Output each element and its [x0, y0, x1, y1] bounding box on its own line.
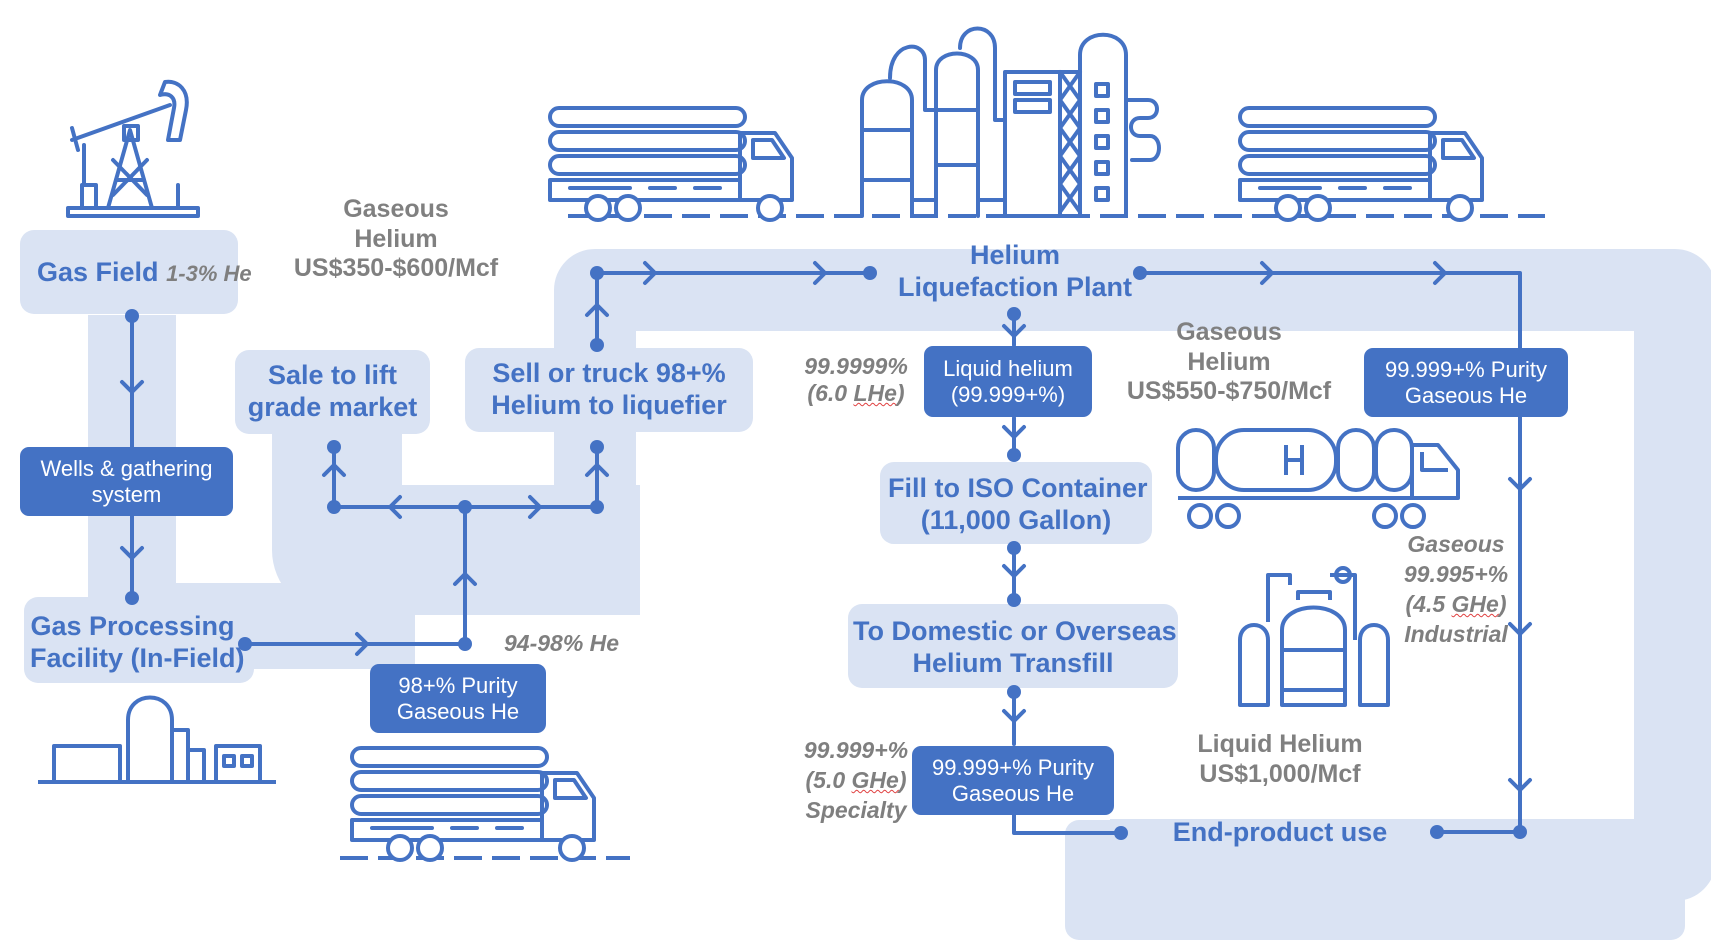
note-specialty-unit: GHe — [851, 766, 899, 793]
note-industrial-suffix: ) — [1498, 590, 1507, 617]
liquid-helium-box: Liquid helium(99.999+%) — [924, 346, 1092, 417]
right-purity-line1: 99.999+% Purity — [1384, 356, 1548, 382]
liquefaction-plant-node: Helium Liquefaction Plant — [895, 240, 1135, 304]
processing-facility-icon — [38, 695, 276, 784]
price-high-line1: Gaseous — [1176, 318, 1282, 346]
specialty-box-line1: 99.999+% Purity — [931, 754, 1095, 780]
note-industrial-line4: Industrial — [1404, 620, 1508, 647]
note-industrial-line2: 99.995+% — [1403, 560, 1509, 587]
sell-truck-node: Sell or truck 98+% Helium to liquefier — [470, 358, 748, 422]
price-low-line3: US$350-$600/Mcf — [293, 254, 499, 282]
wells-line2: system — [91, 481, 162, 507]
purity-98-line2: Gaseous He — [396, 698, 520, 724]
tube-trailer-truck-icon — [548, 106, 794, 222]
iso-fill-node: Fill to ISO Container (11,000 Gallon) — [888, 473, 1148, 537]
iso-fill-line1: Fill to ISO Container — [888, 473, 1148, 503]
note-specialty-line3: Specialty — [805, 796, 907, 823]
note-industrial-line1: Gaseous — [1407, 531, 1505, 557]
note-lhe-suffix: ) — [896, 380, 905, 407]
price-low-line1: Gaseous — [343, 195, 449, 223]
band-rectangles — [20, 230, 1685, 940]
right-purity-line2: Gaseous He — [1404, 382, 1528, 408]
note-industrial-prefix: (4.5 — [1405, 590, 1452, 617]
processing-line2: Facility (In-Field) — [30, 642, 245, 673]
end-product-use-label: End-product use — [1172, 817, 1388, 847]
price-gaseous-high: Gaseous Helium US$550-$750/Mcf — [1120, 318, 1338, 407]
lift-grade-node: Sale to lift grade market — [240, 360, 425, 424]
wells-line1: Wells & gathering — [40, 455, 213, 481]
purity-98-line1: 98+% Purity — [398, 672, 518, 698]
gas-processing-node: Gas Processing Facility (In-Field) — [30, 611, 245, 675]
tube-trailer-truck-icon — [350, 746, 596, 862]
flow-dots — [125, 266, 1527, 840]
note-94-98: 94-98% He — [504, 630, 620, 656]
note-lhe-unit: LHe — [853, 380, 897, 407]
liquid-helium-line2: (99.999+%) — [950, 381, 1066, 407]
gas-field-note: 1-3% He — [166, 261, 252, 286]
price-liquid-line1: Liquid Helium — [1197, 730, 1363, 758]
note-specialty-line1: 99.999+% — [803, 737, 909, 763]
note-lhe-line1: 99.9999% — [804, 353, 908, 379]
price-gaseous-low: Gaseous Helium US$350-$600/Mcf — [290, 195, 502, 284]
specialty-box-line2: Gaseous He — [951, 780, 1075, 806]
transfill-line2: Helium Transfill — [912, 647, 1114, 678]
price-high-line2: Helium — [1187, 347, 1271, 376]
gas-field-label: Gas Field — [37, 257, 159, 287]
tube-trailer-truck-icon — [1238, 106, 1484, 222]
lift-grade-line1: Sale to lift — [267, 360, 397, 390]
iso-container-truck-icon — [1176, 428, 1460, 529]
sell-truck-line2: Helium to liquefier — [491, 389, 727, 420]
transfill-line1: To Domestic or Overseas — [853, 616, 1177, 646]
processing-line1: Gas Processing — [30, 611, 235, 641]
liquefaction-line2: Liquefaction Plant — [897, 271, 1132, 302]
note-lhe-line2: (6.0 LHe) — [800, 380, 912, 407]
liquid-helium-line1: Liquid helium — [943, 355, 1073, 381]
gas-field-node: Gas Field 1-3% He — [37, 257, 252, 289]
transfill-node: To Domestic or Overseas Helium Transfill — [853, 616, 1177, 680]
lift-grade-line2: grade market — [247, 391, 418, 422]
note-lhe: 99.9999% (6.0 LHe) — [800, 353, 912, 407]
note-specialty: 99.999+% (5.0 GHe) Specialty — [800, 736, 912, 826]
flow-arrows — [120, 261, 1532, 792]
liquefaction-plant-icon — [860, 26, 1161, 218]
price-high-line3: US$550-$750/Mcf — [1126, 377, 1332, 405]
note-industrial-line3: (4.5 GHe) — [1400, 590, 1512, 620]
note-specialty-prefix: (5.0 — [805, 766, 852, 793]
price-liquid: Liquid Helium US$1,000/Mcf — [1180, 730, 1380, 789]
price-low-line2: Helium — [354, 224, 438, 253]
price-liquid-line2: US$1,000/Mcf — [1199, 759, 1361, 788]
note-industrial-unit: GHe — [1451, 590, 1499, 617]
oil-pumpjack-icon — [66, 79, 200, 218]
note-lhe-prefix: (6.0 — [807, 380, 854, 407]
note-specialty-line2: (5.0 GHe) — [800, 766, 912, 796]
iso-fill-line2: (11,000 Gallon) — [920, 504, 1112, 535]
dewar-storage-icon — [1238, 566, 1390, 707]
liquefaction-line1: Helium — [969, 240, 1061, 270]
note-specialty-suffix: ) — [898, 766, 907, 793]
sell-truck-line1: Sell or truck 98+% — [492, 358, 726, 388]
note-industrial: Gaseous 99.995+% (4.5 GHe) Industrial — [1400, 530, 1512, 650]
